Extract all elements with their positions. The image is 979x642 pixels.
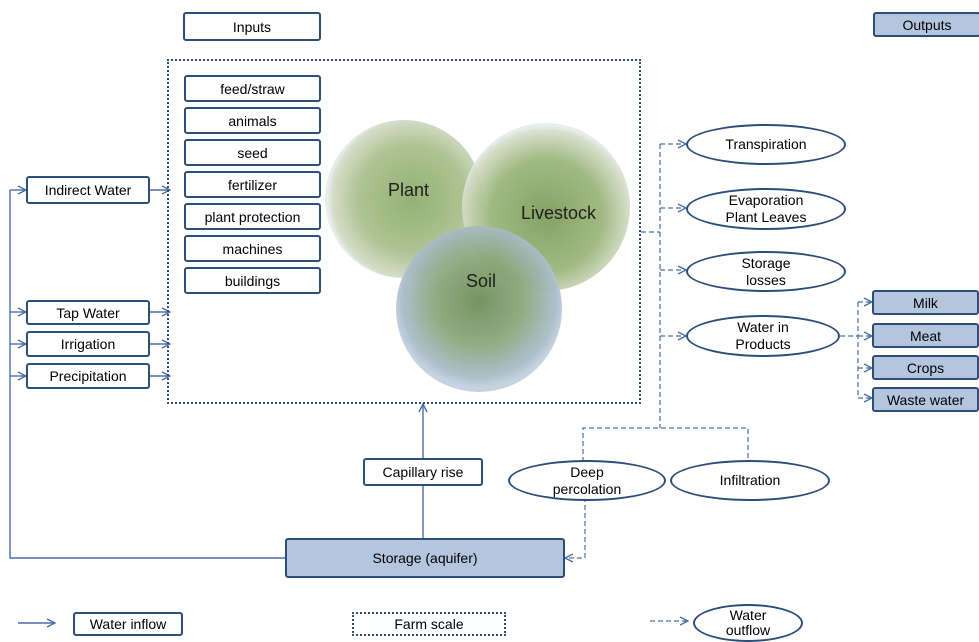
input-buildings: buildings: [184, 267, 321, 294]
inputs-header: Inputs: [183, 12, 321, 41]
soil-label: Soil: [466, 271, 497, 291]
transpiration-ellipse: Transpiration: [686, 124, 846, 165]
livestock-label: Livestock: [521, 203, 597, 223]
capillary-rise-box: Capillary rise: [363, 458, 483, 486]
legend-water-outflow-line2: outflow: [725, 622, 771, 638]
evaporation-label-line2: Plant Leaves: [725, 209, 807, 225]
precipitation-box: Precipitation: [26, 363, 150, 389]
infiltration-label: Infiltration: [719, 472, 781, 488]
legend-water-outflow: Water outflow: [693, 604, 803, 642]
legend-water-inflow: Water inflow: [73, 612, 183, 636]
water-in-products-line1: Water in: [737, 319, 789, 335]
legend-water-outflow-line1: Water: [729, 607, 767, 623]
water-in-products-ellipse: Water in Products: [686, 315, 840, 357]
storage-losses-line2: losses: [746, 271, 786, 288]
product-waste-water: Waste water: [872, 387, 979, 412]
tap-water-box: Tap Water: [26, 300, 150, 325]
storage-aquifer-box: Storage (aquifer): [285, 538, 565, 578]
storage-losses-line1: Storage: [741, 254, 791, 271]
input-feed-straw: feed/straw: [184, 75, 321, 102]
evaporation-label-line1: Evaporation: [728, 192, 804, 208]
legend-farm-scale: Farm scale: [352, 612, 506, 636]
storage-losses-ellipse: Storage losses: [686, 251, 846, 292]
input-fertilizer: fertilizer: [184, 171, 321, 198]
product-crops: Crops: [872, 355, 979, 380]
infiltration-ellipse: Infiltration: [670, 460, 830, 501]
transpiration-label: Transpiration: [725, 136, 807, 152]
outputs-header: Outputs: [873, 12, 979, 37]
plant-label: Plant: [388, 180, 430, 200]
soil-circle: [396, 226, 562, 392]
deep-percolation-line2: percolation: [552, 480, 622, 497]
farm-scale-boundary: [167, 59, 641, 404]
input-seed: seed: [184, 139, 321, 166]
irrigation-box: Irrigation: [26, 331, 150, 357]
deep-percolation-line1: Deep: [570, 463, 604, 480]
input-plant-protection: plant protection: [184, 203, 321, 230]
evaporation-ellipse: Evaporation Plant Leaves: [686, 188, 846, 230]
water-in-products-line2: Products: [735, 336, 791, 352]
indirect-water-box: Indirect Water: [26, 176, 150, 204]
input-machines: machines: [184, 235, 321, 262]
product-meat: Meat: [872, 323, 979, 348]
product-milk: Milk: [872, 290, 979, 315]
input-animals: animals: [184, 107, 321, 134]
deep-percolation-ellipse: Deep percolation: [508, 460, 666, 501]
